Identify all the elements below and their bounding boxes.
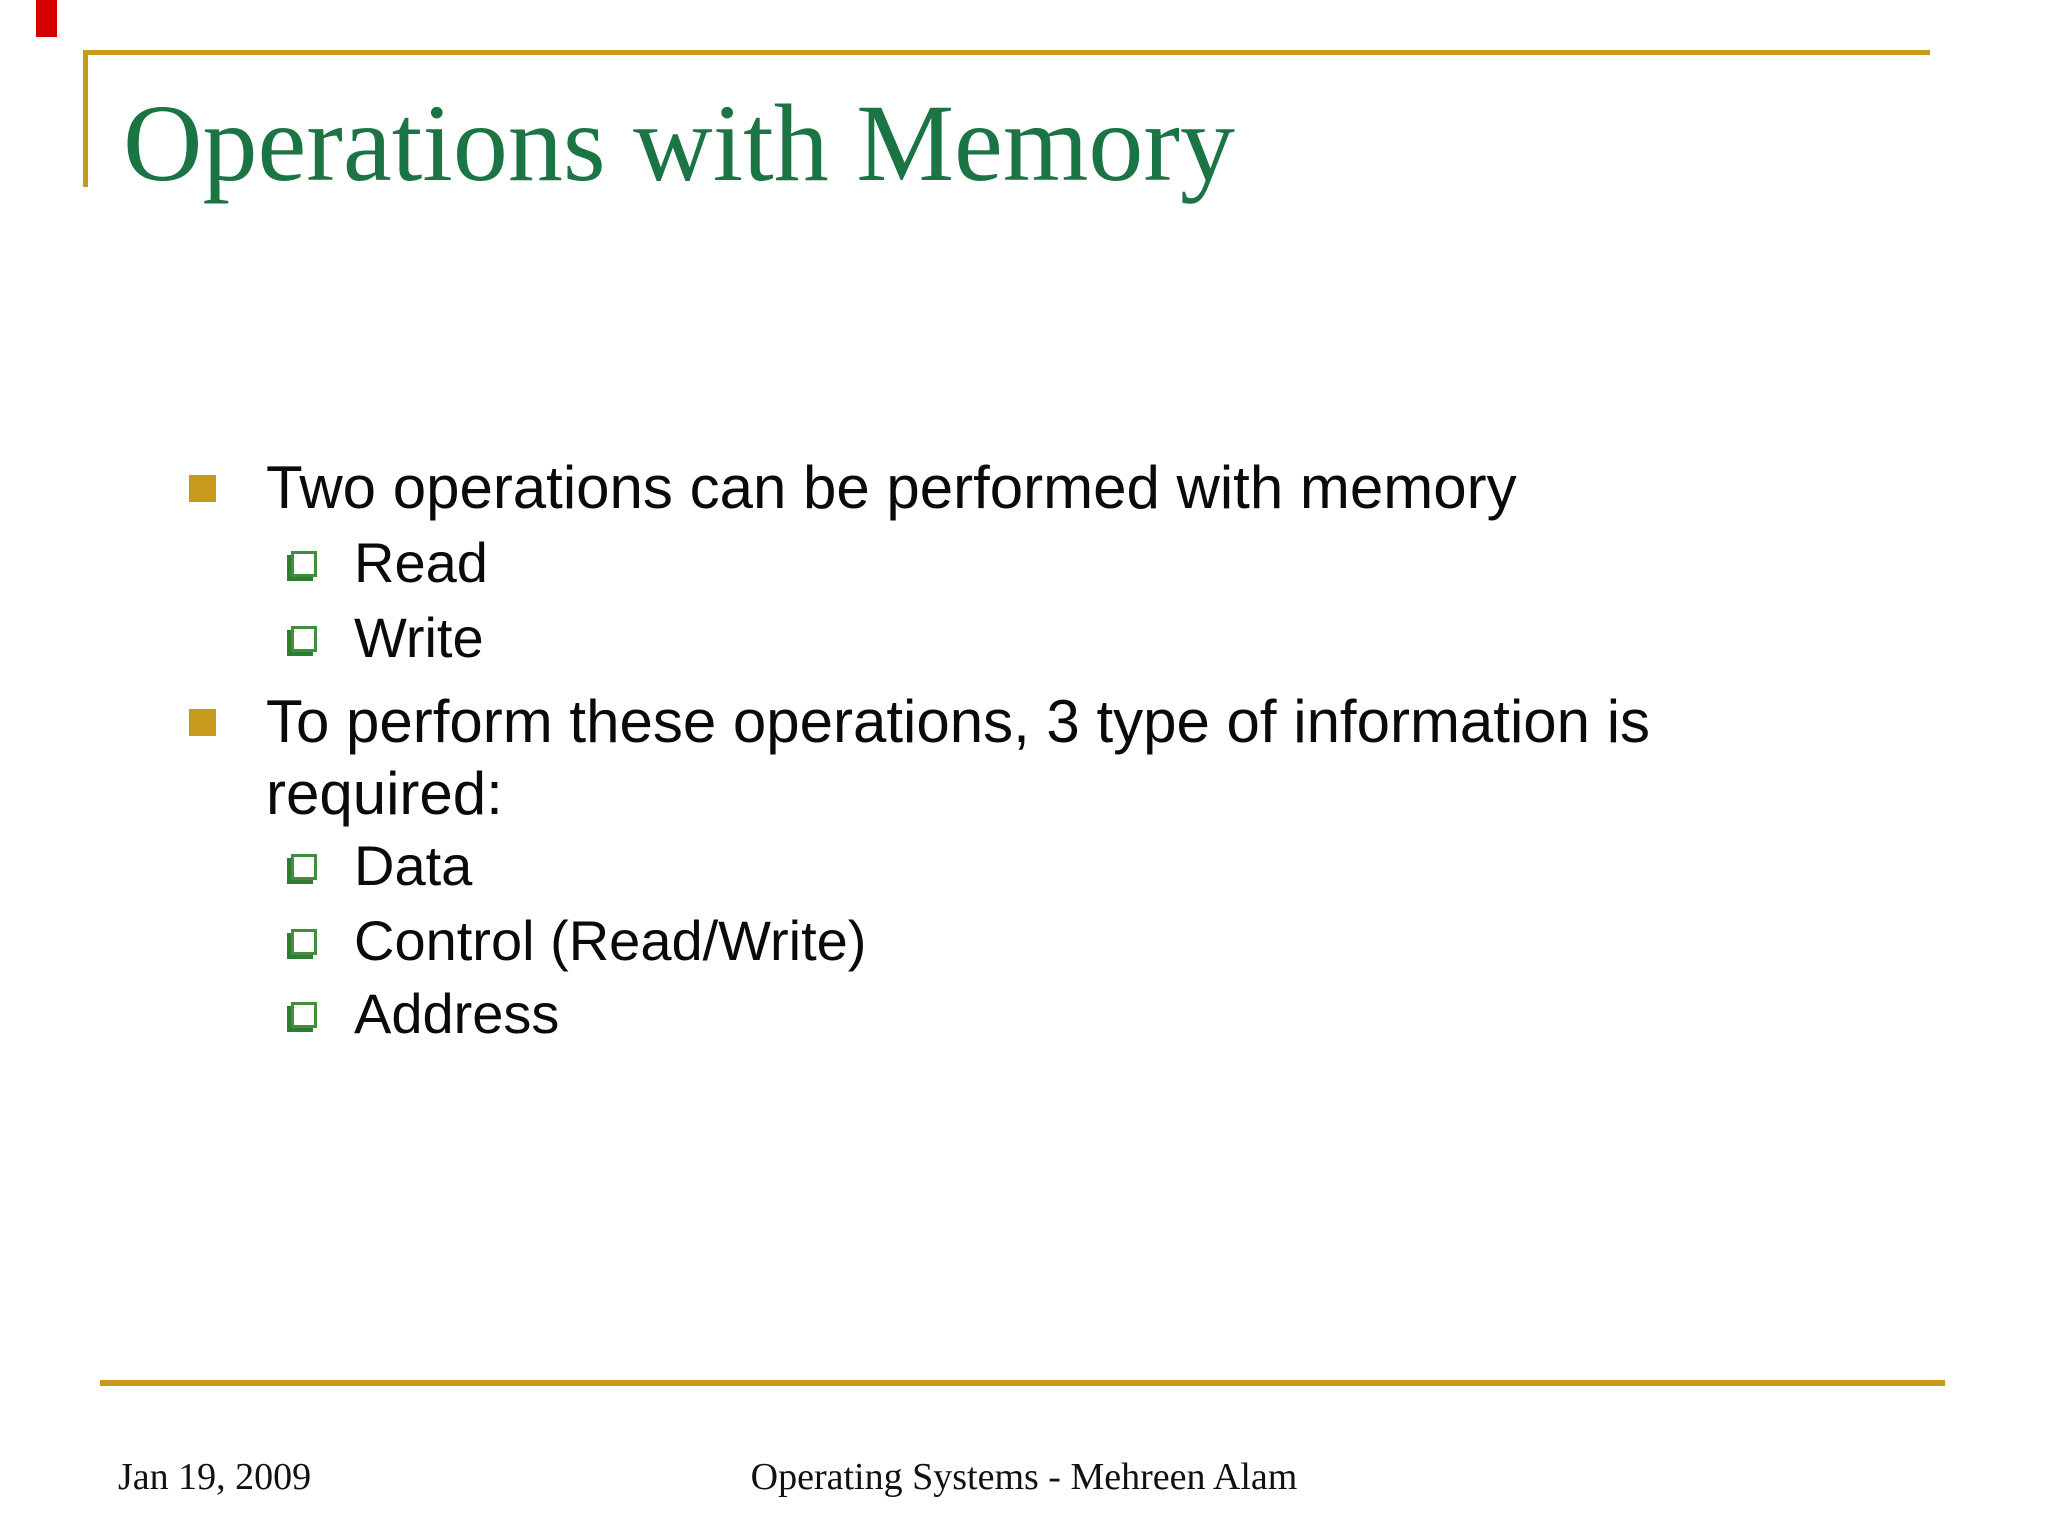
- gold-frame-top-line: [83, 50, 1930, 55]
- square-bullet-icon: [189, 475, 216, 502]
- list-item-level2: Control (Read/Write): [291, 906, 866, 976]
- bullet-text: Data: [354, 834, 473, 897]
- bullet-text: Two operations can be performed with mem…: [266, 454, 1517, 521]
- list-item-level2: Read: [291, 528, 488, 598]
- bullet-text: To perform these operations, 3 type of i…: [266, 688, 1651, 827]
- hollow-square-bullet-icon: [291, 854, 317, 880]
- gold-footer-line: [100, 1380, 1945, 1386]
- hollow-square-bullet-icon: [291, 626, 317, 652]
- bullet-text: Write: [354, 606, 484, 669]
- square-bullet-icon: [189, 709, 216, 736]
- hollow-square-bullet-icon: [291, 929, 317, 955]
- gold-frame-left-line: [83, 50, 88, 187]
- bullet-text: Address: [354, 982, 560, 1045]
- hollow-square-bullet-icon: [291, 551, 317, 577]
- red-accent-bar: [36, 0, 57, 37]
- list-item-level2: Data: [291, 831, 472, 901]
- list-item-level1: To perform these operations, 3 type of i…: [189, 686, 1650, 830]
- footer-date: Jan 19, 2009: [118, 1456, 312, 1498]
- bullet-text: Read: [354, 531, 488, 594]
- footer-center-text: Operating Systems - Mehreen Alam: [750, 1456, 1298, 1498]
- list-item-level1: Two operations can be performed with mem…: [189, 452, 1517, 524]
- list-item-level2: Write: [291, 603, 484, 673]
- list-item-level2: Address: [291, 979, 559, 1049]
- hollow-square-bullet-icon: [291, 1002, 317, 1028]
- slide-title: Operations with Memory: [123, 82, 1236, 204]
- bullet-text: Control (Read/Write): [354, 909, 867, 972]
